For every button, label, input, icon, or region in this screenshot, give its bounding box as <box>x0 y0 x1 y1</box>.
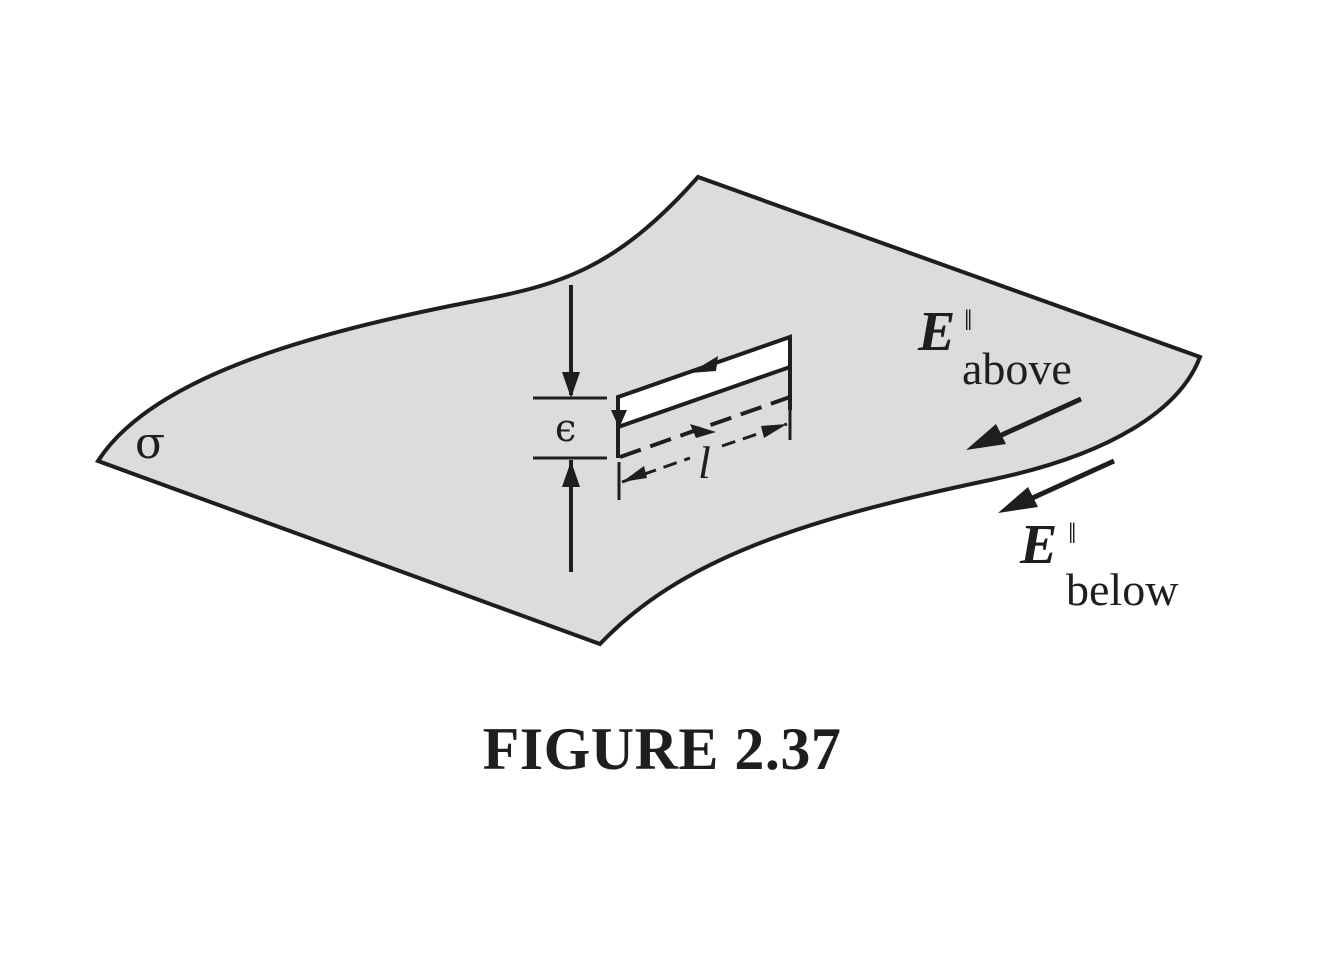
field-above-symbol: E <box>917 301 955 363</box>
loop-left-arrowhead <box>611 410 627 428</box>
bottom-thickness-arrowhead <box>562 461 580 487</box>
field-above-arrowhead <box>966 424 1006 450</box>
loop-top-arrowhead <box>690 356 718 373</box>
top-thickness-arrowhead <box>562 372 580 398</box>
loop-bottom-arrowhead <box>690 424 716 438</box>
field-above-subscript: above <box>962 343 1072 394</box>
field-below-label: E ‖ below <box>1019 514 1179 615</box>
thickness-label: ϵ <box>555 406 576 450</box>
length-dimension-left-arrowhead <box>622 466 647 482</box>
field-below-superscript: ‖ <box>1068 517 1076 550</box>
field-below-subscript: below <box>1066 564 1179 615</box>
field-below-arrow <box>1026 458 1116 503</box>
field-below-symbol: E <box>1019 514 1057 576</box>
figure-caption: FIGURE 2.37 <box>482 716 842 782</box>
field-above-arrow <box>993 396 1083 441</box>
field-above-label: E ‖ above <box>917 301 1072 394</box>
field-below-arrowhead <box>998 487 1038 513</box>
length-dimension-right-arrowhead <box>761 424 787 438</box>
sheet-charge-label: σ <box>135 418 165 469</box>
field-above-superscript: ‖ <box>964 304 972 337</box>
length-label: l <box>698 437 711 488</box>
